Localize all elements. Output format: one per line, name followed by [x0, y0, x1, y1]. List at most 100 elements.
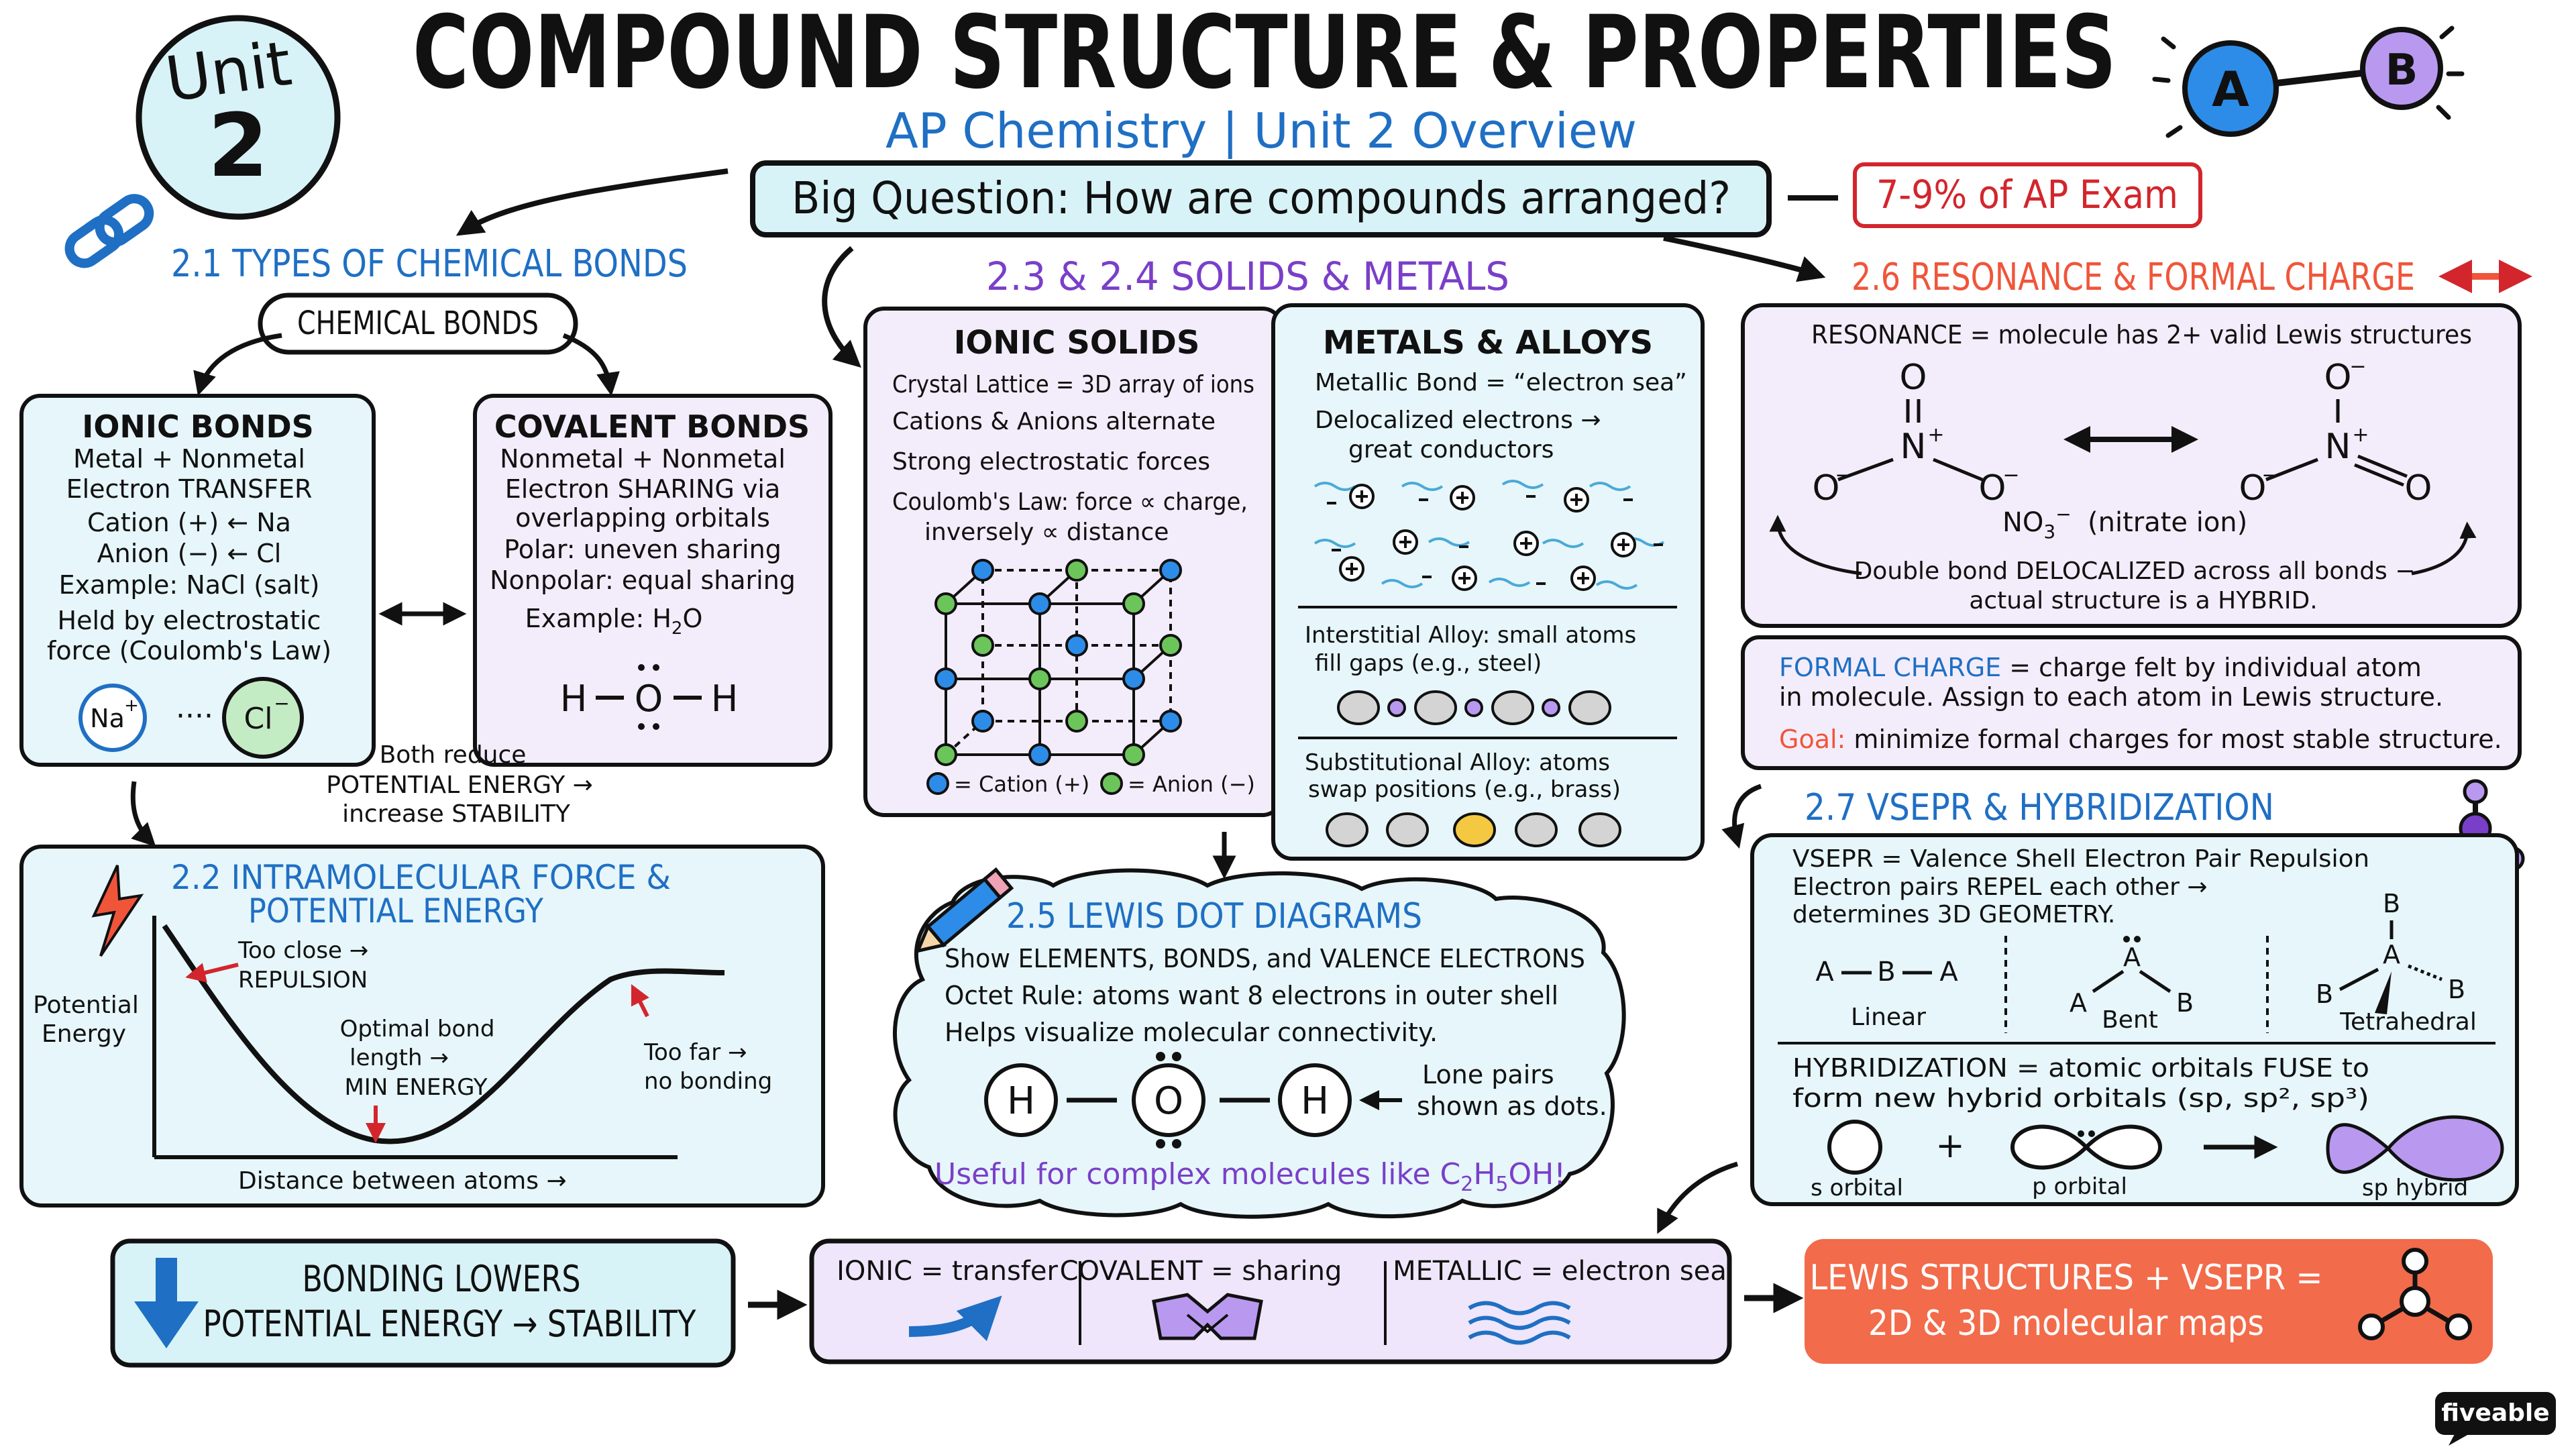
section-2-2-heading-1: 2.2 INTRAMOLECULAR FORCE &: [171, 858, 671, 897]
no-bonding-arrow: [631, 983, 649, 1018]
atom-b-label: B: [2385, 46, 2418, 95]
nitrate2-o-left-charge: −: [2261, 464, 2278, 487]
brand-badge: [2435, 1392, 2556, 1435]
section-2-5: 2.5 LEWIS DOT DIAGRAMS Show ELEMENTS, BO…: [893, 867, 1626, 1219]
nitrate-name: (nitrate ion): [2088, 507, 2247, 538]
water-o: O: [635, 678, 663, 720]
covalent-line: overlapping orbitals: [515, 503, 770, 533]
metals-line: Delocalized electrons →: [1315, 407, 1601, 434]
exam-weight-text: 7-9% of AP Exam: [1876, 172, 2178, 217]
arrow-to-ionic: [193, 333, 282, 396]
free-electrons: [1327, 495, 1663, 585]
section-2-3-heading: 2.3 & 2.4 SOLIDS & METALS: [986, 254, 1509, 299]
metals-alloys-title: METALS & ALLOYS: [1323, 324, 1653, 362]
arrow-to-2-3: [822, 246, 861, 368]
down-arrow-icon: [134, 1258, 199, 1348]
ionic-solids-line: Cations & Anions alternate: [892, 408, 1216, 435]
tetra-b-top: B: [2383, 889, 2400, 918]
ionic-summary: IONIC = transfer: [837, 1256, 1058, 1287]
linear-geometry: A B A: [1815, 957, 1958, 987]
unit-number: 2: [208, 95, 268, 197]
water-h-right: H: [711, 678, 739, 720]
section-2-7: 2.7 VSEPR & HYBRIDIZATION VSEPR = Valenc…: [1657, 779, 2525, 1234]
section-2-2-heading-2: POTENTIAL ENERGY: [248, 892, 543, 930]
nitrate-o-right: O: [1979, 468, 2006, 508]
page-subtitle: AP Chemistry | Unit 2 Overview: [885, 103, 1637, 160]
ionic-line: Anion (−) ← Cl: [97, 539, 282, 568]
ionic-solids-line: Coulomb's Law: force ∝ charge,: [892, 488, 1248, 516]
dash-bond: [2408, 964, 2443, 981]
big-question-box: [750, 160, 1772, 237]
substitutional-line: Substitutional Alloy: atoms: [1305, 749, 1610, 776]
ionic-solids-line: Strong electrostatic forces: [892, 448, 1210, 476]
unit-word: Unit: [161, 28, 295, 116]
hybrid-arrow-left: [1769, 515, 1862, 576]
nitrate-label: NO3−: [2002, 503, 2072, 543]
lewis-line: Helps visualize molecular connectivity.: [945, 1018, 1438, 1047]
vsepr-line: determines 3D GEOMETRY.: [1792, 901, 2115, 928]
sp-hybrid-icon: [2326, 1115, 2504, 1182]
nitrate-o-left: O: [1813, 468, 1840, 508]
both-reduce-line: POTENTIAL ENERGY →: [326, 771, 593, 799]
lewis-line: Octet Rule: atoms want 8 electrons in ou…: [945, 981, 1558, 1010]
anion-legend-icon: [1100, 772, 1123, 795]
chemical-bonds-node: [258, 292, 578, 355]
ionic-line: force (Coulomb's Law): [47, 636, 331, 665]
lightning-icon: [91, 865, 144, 957]
s-orbital-label: s orbital: [1811, 1175, 1903, 1201]
y-axis-label: Energy: [42, 1020, 126, 1048]
bonding-lowers-line-2: POTENTIAL ENERGY → STABILITY: [203, 1303, 697, 1345]
nitrate2-n: N: [2325, 427, 2351, 467]
ab-logo: A B: [2152, 25, 2465, 138]
molecule-map-icon: [2358, 1248, 2472, 1340]
bonding-lowers-line-1: BONDING LOWERS: [303, 1258, 581, 1300]
nitrate-structure-right: O − N + O − O: [2239, 355, 2432, 508]
nitrate2-o-top: O: [2324, 358, 2352, 398]
cation-legend-label: = Cation (+): [954, 771, 1089, 797]
tetra-a-center: A: [2383, 940, 2400, 969]
linear-label: Linear: [1851, 1004, 1926, 1031]
vsepr-line: VSEPR = Valence Shell Electron Pair Repu…: [1792, 845, 2369, 873]
sp-hybrid-label: sp hybrid: [2362, 1175, 2468, 1201]
tetra-b-left: B: [2316, 979, 2333, 1009]
section-2-1: 2.1 TYPES OF CHEMICAL BONDS CHEMICAL BON…: [19, 194, 833, 847]
arrow-to-covalent: [562, 333, 620, 396]
nitrate2-n-charge: +: [2352, 423, 2369, 447]
unit-badge: Unit 2: [136, 15, 341, 220]
bent-b-right: B: [2176, 988, 2194, 1018]
lewis-line: Show ELEMENTS, BONDS, and VALENCE ELECTR…: [945, 944, 1585, 973]
chain-link-icon: [64, 194, 154, 268]
lewis-vsepr-card: [1805, 1239, 2493, 1364]
resonance-definition: RESONANCE = molecule has 2+ valid Lewis …: [1811, 320, 2472, 350]
vsepr-card: [1750, 833, 2519, 1206]
page-title: COMPOUND STRUCTURE & PROPERTIES: [413, 0, 2116, 111]
lewis-water-diagram: H O H: [984, 1052, 1352, 1148]
y-axis-label: Potential: [33, 991, 139, 1019]
covalent-line: Nonmetal + Nonmetal: [500, 444, 786, 474]
lewis-h-right-circle: [1278, 1063, 1352, 1137]
section-2-5-heading: 2.5 LEWIS DOT DIAGRAMS: [1006, 896, 1422, 936]
big-question-text: Big Question: How are compounds arranged…: [792, 172, 1731, 224]
p-orbital-icon: [2010, 1124, 2163, 1170]
lewis-useful-note: Useful for complex molecules like C2H5OH…: [934, 1157, 1566, 1196]
atom-b-icon: [2360, 27, 2443, 110]
interstitial-alloy-diagram: [1337, 690, 1611, 725]
covalent-line: Polar: uneven sharing: [504, 535, 782, 564]
arrow-to-2-7: [1721, 784, 1762, 849]
vsepr-line: Electron pairs REPEL each other →: [1792, 873, 2208, 901]
formal-charge-line-2: in molecule. Assign to each atom in Lewi…: [1779, 682, 2443, 712]
na-charge: +: [124, 696, 139, 716]
lewis-o-circle: [1132, 1063, 1205, 1137]
ionic-line: Example: NaCl (salt): [59, 570, 320, 600]
bonding-lowers-card: [110, 1238, 736, 1368]
tetra-b-right: B: [2448, 975, 2465, 1004]
exam-weight: 7-9% of AP Exam: [1853, 162, 2202, 228]
substitutional-alloy-diagram: [1326, 812, 1621, 847]
too-far-label: Too far →: [643, 1039, 747, 1066]
brand-badge-tail: [2449, 1433, 2469, 1446]
nitrate2-o-top-charge: −: [2349, 355, 2366, 378]
too-close-label: Too close →: [237, 937, 368, 964]
formal-charge-line-1: FORMAL CHARGE = charge felt by individua…: [1779, 653, 2422, 682]
big-question: Big Question: How are compounds arranged…: [750, 160, 1772, 237]
